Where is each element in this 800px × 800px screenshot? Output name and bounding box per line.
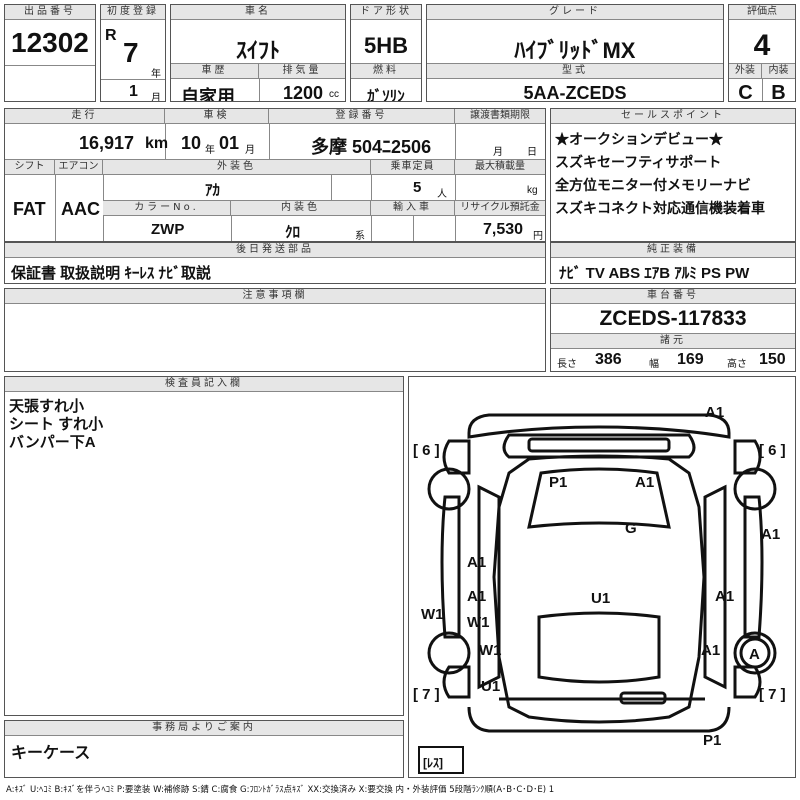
damage-mark: A1 (761, 526, 780, 543)
chassis-specs-box: 車台番号 ZCEDS-117833 諸元 長さ 386 幅 169 高さ 150 (550, 288, 796, 372)
lot-number-label: 出品番号 (5, 5, 95, 20)
office-note: キーケース (11, 745, 91, 762)
grade-box: グレード ﾊｲﾌﾞﾘｯﾄﾞMX 型式 5AA-ZCEDS (426, 4, 724, 102)
reg-month: 1 (129, 83, 138, 100)
overall-score: 4 (753, 29, 771, 62)
inspector-note: 天張すれ小 (9, 398, 85, 415)
grade: ﾊｲﾌﾞﾘｯﾄﾞMX (514, 38, 636, 63)
damage-mark: U1 (591, 590, 610, 607)
first-registration-label: 初度登録 (101, 5, 165, 20)
sales-point: ★オークションデビュー★ (555, 131, 723, 147)
sales-points-box: セールスポイント ★オークションデビュー★ スズキセーフティサポート 全方位モニ… (550, 108, 796, 242)
lot-number: 12302 (11, 27, 89, 58)
model-code: 5AA-ZCEDS (523, 83, 627, 102)
chassis-number: ZCEDS-117833 (599, 307, 747, 330)
car-body-diagram: A1 P1 A1 G A1 A1 A1 A1 W1 W1 U1 W1 A1 A … (413, 404, 786, 774)
genuine-equipment: ﾅﾋﾞ TV ABS ｴｱB ｱﾙﾐ PS PW (559, 265, 750, 282)
length-value: 386 (595, 351, 622, 368)
notes-box: 注意事項欄 (4, 288, 546, 372)
damage-mark: W1 (421, 606, 444, 623)
damage-mark: P1 (549, 474, 567, 491)
damage-mark: W1 (467, 614, 490, 631)
spare-tire: [ﾚｽ] (423, 756, 443, 770)
exterior-grade: C (738, 82, 753, 102)
vehicle-info-box: 走行 車検 登録番号 譲渡書類期限 16,917 km 10 年 01 月 多摩… (4, 108, 546, 242)
sales-point: 全方位モニター付メモリーナビ (555, 177, 751, 193)
aircon-type: AAC (61, 199, 100, 219)
office-notes-box: 事務局よりご案内 キーケース (4, 720, 404, 778)
displacement: 1200 (283, 83, 324, 102)
registration-number: 多摩 504ﾆ2506 (311, 137, 432, 157)
sales-point: スズキコネクト対応通信機装着車 (555, 200, 765, 216)
inspector-note: バンパー下A (9, 434, 96, 451)
recycle-fee: 7,530 (483, 221, 524, 238)
damage-diagram-box: A1 P1 A1 G A1 A1 A1 A1 W1 W1 U1 W1 A1 A … (408, 376, 796, 778)
damage-mark: A1 (705, 404, 724, 421)
car-name-box: 車名 ｽｲﾌﾄ 車歴 排気量 自家用 1200 cc (170, 4, 346, 102)
tire-tread: [ 6 ] (413, 442, 440, 459)
interior-grade: B (771, 82, 786, 102)
damage-mark: G (625, 520, 637, 537)
first-registration-box: 初度登録 R 7 年 1 月 (100, 4, 166, 102)
later-send-parts-box: 後日発送部品 保証書 取扱説明 ｷｰﾚｽ ﾅﾋﾞ取説 (4, 242, 546, 284)
score-box: 評価点 4 外装 内装 C B (728, 4, 796, 102)
door-box: ドア形状 5HB 燃料 ｶﾞｿﾘﾝ (350, 4, 422, 102)
body-color: ｱｶ (205, 182, 221, 199)
car-history: 自家用 (181, 87, 235, 102)
damage-mark: A1 (701, 642, 720, 659)
era: R (105, 27, 117, 44)
damage-mark: U1 (481, 678, 500, 695)
color-code: ZWP (151, 221, 185, 238)
tire-tread: [ 6 ] (759, 442, 786, 459)
genuine-equipment-box: 純正装備 ﾅﾋﾞ TV ABS ｴｱB ｱﾙﾐ PS PW (550, 242, 796, 284)
legend: A:ｷｽﾞ U:ﾍｺﾐ B:ｷｽﾞを伴うﾍｺﾐ P:要塗装 W:補修跡 S:錆 … (6, 785, 555, 795)
inspector-notes-box: 検査員記入欄 天張すれ小 シート すれ小 バンパー下A (4, 376, 404, 716)
later-send-parts: 保証書 取扱説明 ｷｰﾚｽ ﾅﾋﾞ取説 (11, 265, 212, 282)
fuel: ｶﾞｿﾘﾝ (367, 88, 405, 102)
shift-type: FAT (13, 199, 46, 219)
damage-mark: A1 (715, 588, 734, 605)
damage-mark: A (749, 646, 760, 663)
door-type: 5HB (363, 33, 408, 58)
mileage: 16,917 (79, 133, 135, 153)
damage-mark: A1 (467, 554, 486, 571)
seating-capacity: 5 (413, 179, 422, 196)
inspection-month: 01 (219, 133, 240, 153)
inspector-note: シート すれ小 (9, 416, 104, 433)
tire-tread: [ 7 ] (759, 686, 786, 703)
interior-color: ｸﾛ (285, 224, 301, 241)
sales-point: スズキセーフティサポート (555, 154, 722, 170)
inspection-year: 10 (181, 133, 202, 153)
damage-mark: A1 (635, 474, 654, 491)
damage-mark: A1 (467, 588, 486, 605)
width-value: 169 (677, 351, 704, 368)
height-value: 150 (759, 351, 786, 368)
car-name: ｽｲﾌﾄ (235, 38, 280, 63)
tire-tread: [ 7 ] (413, 686, 440, 703)
lot-number-box: 出品番号 12302 (4, 4, 96, 102)
reg-year: 7 (123, 37, 139, 68)
damage-mark: W1 (479, 642, 502, 659)
damage-mark: P1 (703, 732, 721, 749)
